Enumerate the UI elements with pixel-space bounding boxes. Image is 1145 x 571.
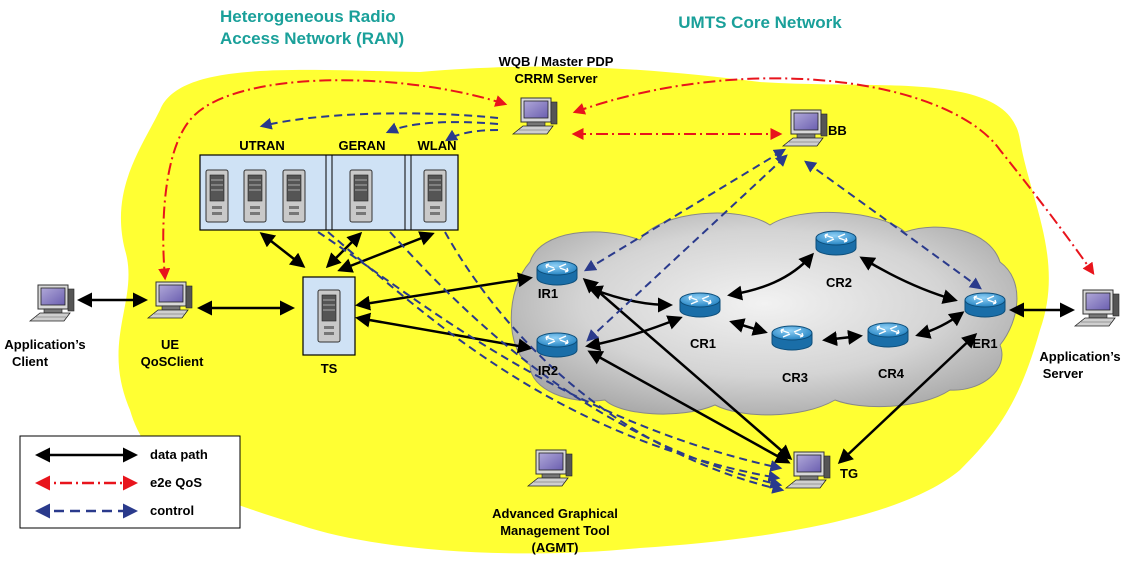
ue-label-line2: QoSClient <box>141 354 205 369</box>
agmt-label-line3: (AGMT) <box>532 540 579 555</box>
wlan-server-icon <box>423 169 447 223</box>
app-server-label-line1: Application’s <box>1039 349 1120 364</box>
application-server-pc-icon <box>1074 289 1120 327</box>
app-server-label-line2: Server <box>1043 366 1083 381</box>
utran-label: UTRAN <box>239 138 285 153</box>
bb-label: BB <box>828 123 847 138</box>
app-client-label-line1: Application’s <box>4 337 85 352</box>
ue-label-line1: UE <box>161 337 179 352</box>
legend: data path e2e QoS control <box>19 435 241 529</box>
ir2-label: IR2 <box>538 363 558 378</box>
ran-title-line1: Heterogeneous Radio <box>220 7 396 26</box>
cr4-label: CR4 <box>878 366 905 381</box>
er1-label: ER1 <box>972 336 997 351</box>
cr1-label: CR1 <box>690 336 716 351</box>
geran-label: GERAN <box>339 138 386 153</box>
cr2-label: CR2 <box>826 275 852 290</box>
cr1-router-icon <box>679 292 721 318</box>
agmt-label-line1: Advanced Graphical <box>492 506 618 521</box>
er1-router-icon <box>964 292 1006 318</box>
wqb-label-line2: CRRM Server <box>514 71 597 86</box>
wlan-label: WLAN <box>418 138 457 153</box>
ir1-router-icon <box>536 260 578 286</box>
wqb-label-line1: WQB / Master PDP <box>499 54 614 69</box>
tg-label: TG <box>840 466 858 481</box>
core-title: UMTS Core Network <box>678 13 842 32</box>
cr3-label: CR3 <box>782 370 808 385</box>
app-client-label-line2: Client <box>12 354 49 369</box>
ts-server-icon <box>317 289 341 343</box>
ir2-router-icon <box>536 332 578 358</box>
cr3-router-icon <box>771 325 813 351</box>
core-cloud <box>510 211 1018 416</box>
cr2-router-icon <box>815 230 857 256</box>
utran-server-icon <box>205 169 306 223</box>
agmt-label-line2: Management Tool <box>500 523 610 538</box>
ts-label: TS <box>321 361 338 376</box>
legend-control: control <box>150 503 194 518</box>
ran-title-line2: Access Network (RAN) <box>220 29 404 48</box>
legend-e2e-qos: e2e QoS <box>150 475 202 490</box>
ir1-label: IR1 <box>538 286 558 301</box>
ran-box <box>199 154 459 231</box>
legend-data-path: data path <box>150 447 208 462</box>
e2e-qos-links <box>158 77 1095 281</box>
cr4-router-icon <box>867 322 909 348</box>
geran-server-icon <box>349 169 373 223</box>
application-client-pc-icon <box>29 284 75 322</box>
